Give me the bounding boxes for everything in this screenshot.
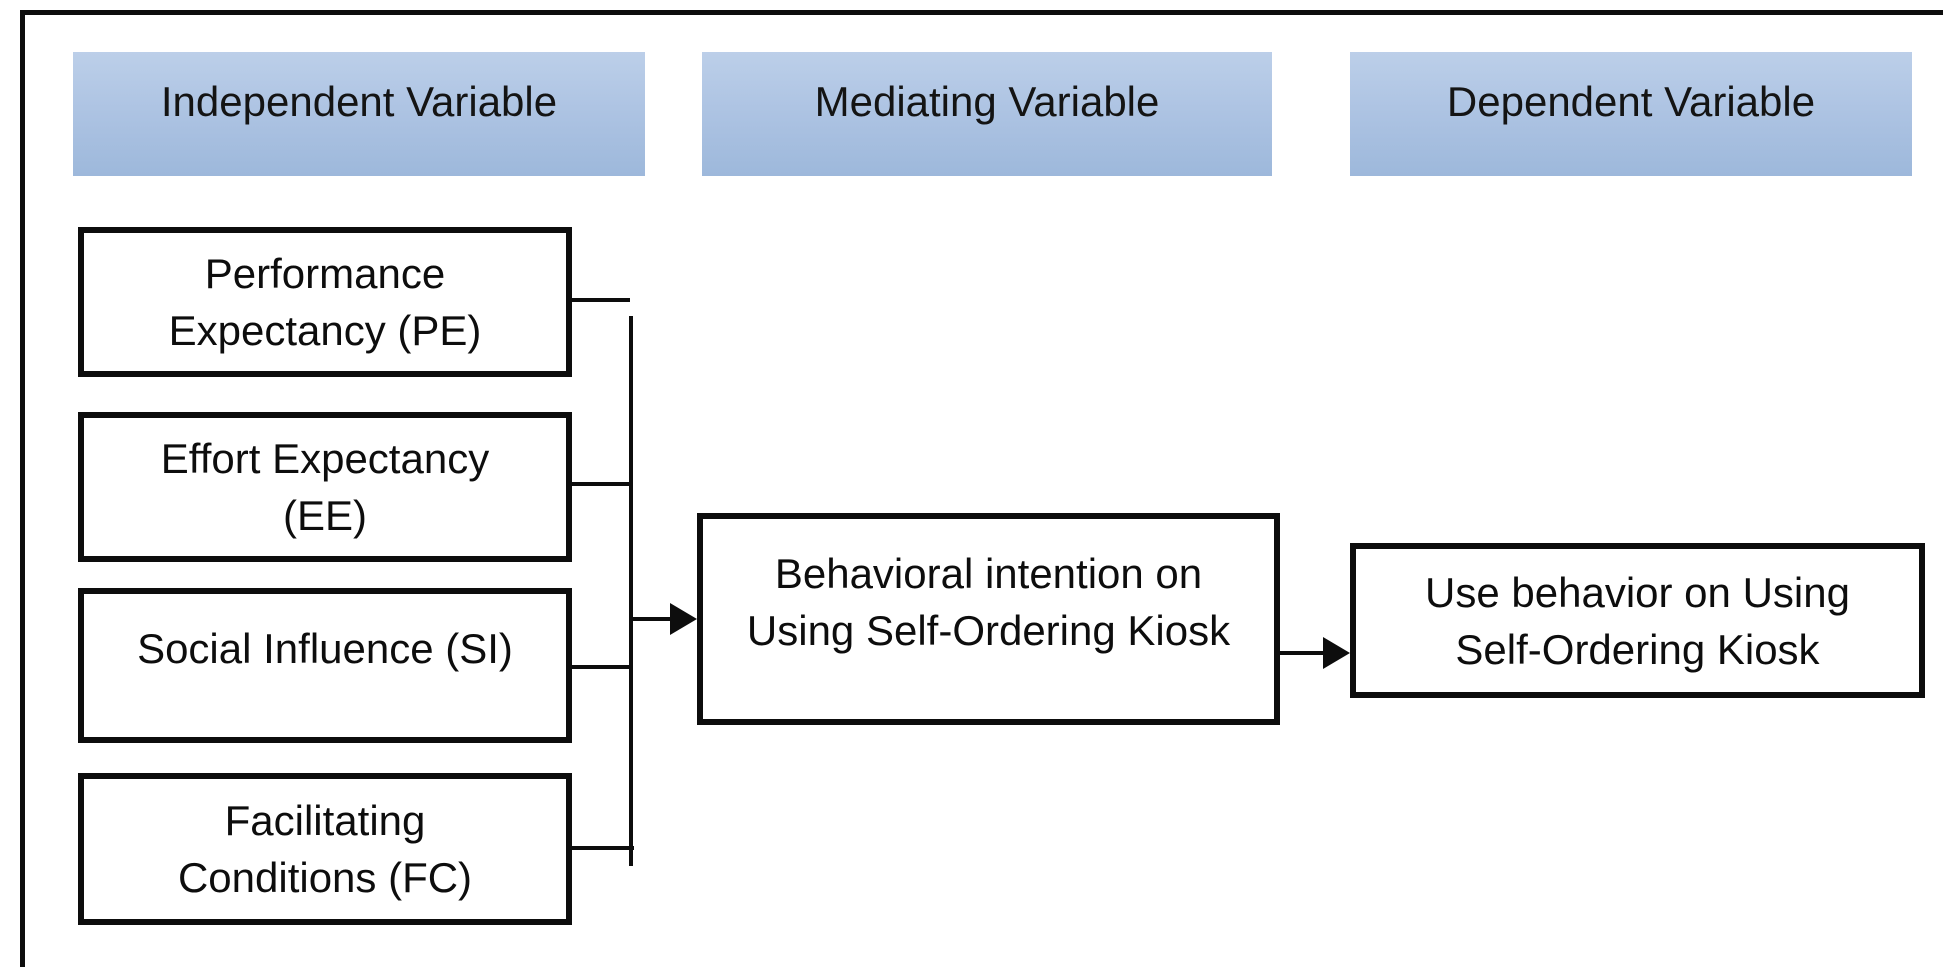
outer-border <box>20 10 1943 967</box>
column-header-independent-variable: Independent Variable <box>73 52 645 176</box>
box-social-influence: Social Influence (SI) <box>78 588 572 743</box>
arrow-to-dependent-shaft <box>1280 651 1326 655</box>
box-label-line: Social Influence (SI) <box>137 625 513 672</box>
box-label-line: Behavioral intention on <box>774 550 1203 597</box>
connector-stub-si <box>572 665 632 669</box>
box-use-behavior: Use behavior on Using Self-Ordering Kios… <box>1350 543 1925 698</box>
box-label-line: Self-Ordering Kiosk <box>1455 625 1820 673</box>
box-effort-expectancy: Effort Expectancy (EE) <box>78 412 572 562</box>
column-header-mediating-variable: Mediating Variable <box>702 52 1272 176</box>
column-header-dependent-variable: Dependent Variable <box>1350 52 1912 176</box>
box-label-line: Effort Expectancy <box>160 435 490 482</box>
connector-stub-pe <box>572 298 630 302</box>
column-header-label: Independent Variable <box>160 78 558 125</box>
box-label-line: Using Self-Ordering Kiosk <box>746 607 1231 654</box>
box-label-line: Expectancy (PE) <box>168 307 482 354</box>
arrowhead-right-icon <box>1323 637 1350 669</box>
box-label-line: Facilitating <box>224 797 426 844</box>
connector-stub-fc <box>572 846 634 850</box>
connector-spine <box>629 316 633 866</box>
connector-stub-ee <box>572 482 632 486</box>
box-label-line: Conditions (FC) <box>177 854 473 901</box>
column-header-label: Mediating Variable <box>814 78 1160 125</box>
box-label-line: Use behavior on Using <box>1425 568 1850 616</box>
box-label-line: (EE) <box>283 492 367 539</box>
box-facilitating-conditions: Facilitating Conditions (FC) <box>78 773 572 925</box>
column-header-label: Dependent Variable <box>1446 78 1816 125</box>
arrow-to-mediator-shaft <box>631 617 673 621</box>
arrowhead-right-icon <box>670 603 697 635</box>
box-performance-expectancy: Performance Expectancy (PE) <box>78 227 572 377</box>
box-label-line: Performance <box>204 250 446 297</box>
box-behavioral-intention: Behavioral intention on Using Self-Order… <box>697 513 1280 725</box>
